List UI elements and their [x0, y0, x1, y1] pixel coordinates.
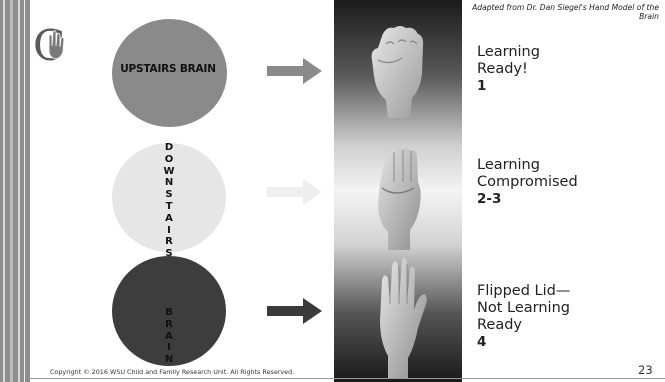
downstairs-letter: T	[162, 201, 176, 213]
brain-letter: B	[162, 307, 176, 319]
level-number: 4	[477, 334, 486, 350]
brain-letter: R	[162, 319, 176, 331]
level-3-label: Flipped Lid— Not Learning Ready 4	[477, 283, 570, 351]
downstairs-letter: O	[162, 154, 176, 166]
level-line: Flipped Lid—	[477, 283, 570, 300]
level-line: Learning	[477, 157, 578, 174]
open-hand-icon	[356, 256, 444, 380]
brain-letter: I	[162, 342, 176, 354]
arrow-right-icon	[267, 297, 323, 325]
level-line: Learning	[477, 44, 540, 61]
level-line: Ready	[477, 317, 570, 334]
level-line: Compromised	[477, 174, 578, 191]
downstairs-letter: I	[162, 225, 176, 237]
page-number: 23	[638, 363, 653, 377]
downstairs-letter: N	[162, 177, 176, 189]
downstairs-letter: W	[162, 166, 176, 178]
downstairs-letter: S	[162, 189, 176, 201]
level-line: Ready!	[477, 61, 540, 78]
downstairs-letter: S	[162, 248, 176, 260]
thumb-tucked-hand-icon	[356, 142, 444, 254]
downstairs-letter: D	[162, 142, 176, 154]
logo-icon: C	[32, 22, 72, 68]
fist-hand-icon	[356, 14, 444, 124]
brain-letter: N	[162, 354, 176, 366]
brain-letter: A	[162, 331, 176, 343]
level-number: 2-3	[477, 191, 501, 207]
level-2-label: Learning Compromised 2-3	[477, 157, 578, 208]
level-line: Not Learning	[477, 300, 570, 317]
downstairs-letter: A	[162, 213, 176, 225]
upstairs-brain-label: UPSTAIRS BRAIN	[102, 63, 234, 75]
left-border-decoration	[0, 0, 30, 382]
level-1-label: Learning Ready! 1	[477, 44, 540, 95]
downstairs-vertical-label: D O W N S T A I R S	[162, 142, 176, 260]
arrow-right-icon	[267, 178, 323, 206]
downstairs-letter: R	[162, 236, 176, 248]
level-number: 1	[477, 78, 486, 94]
arrow-right-icon	[267, 57, 323, 85]
brain-vertical-label: B R A I N	[162, 307, 176, 366]
footer-divider	[30, 378, 665, 379]
credit-text: Adapted from Dr. Dan Siegel's Hand Model…	[465, 3, 659, 21]
copyright-text: Copyright © 2016 WSU Child and Family Re…	[50, 368, 294, 376]
